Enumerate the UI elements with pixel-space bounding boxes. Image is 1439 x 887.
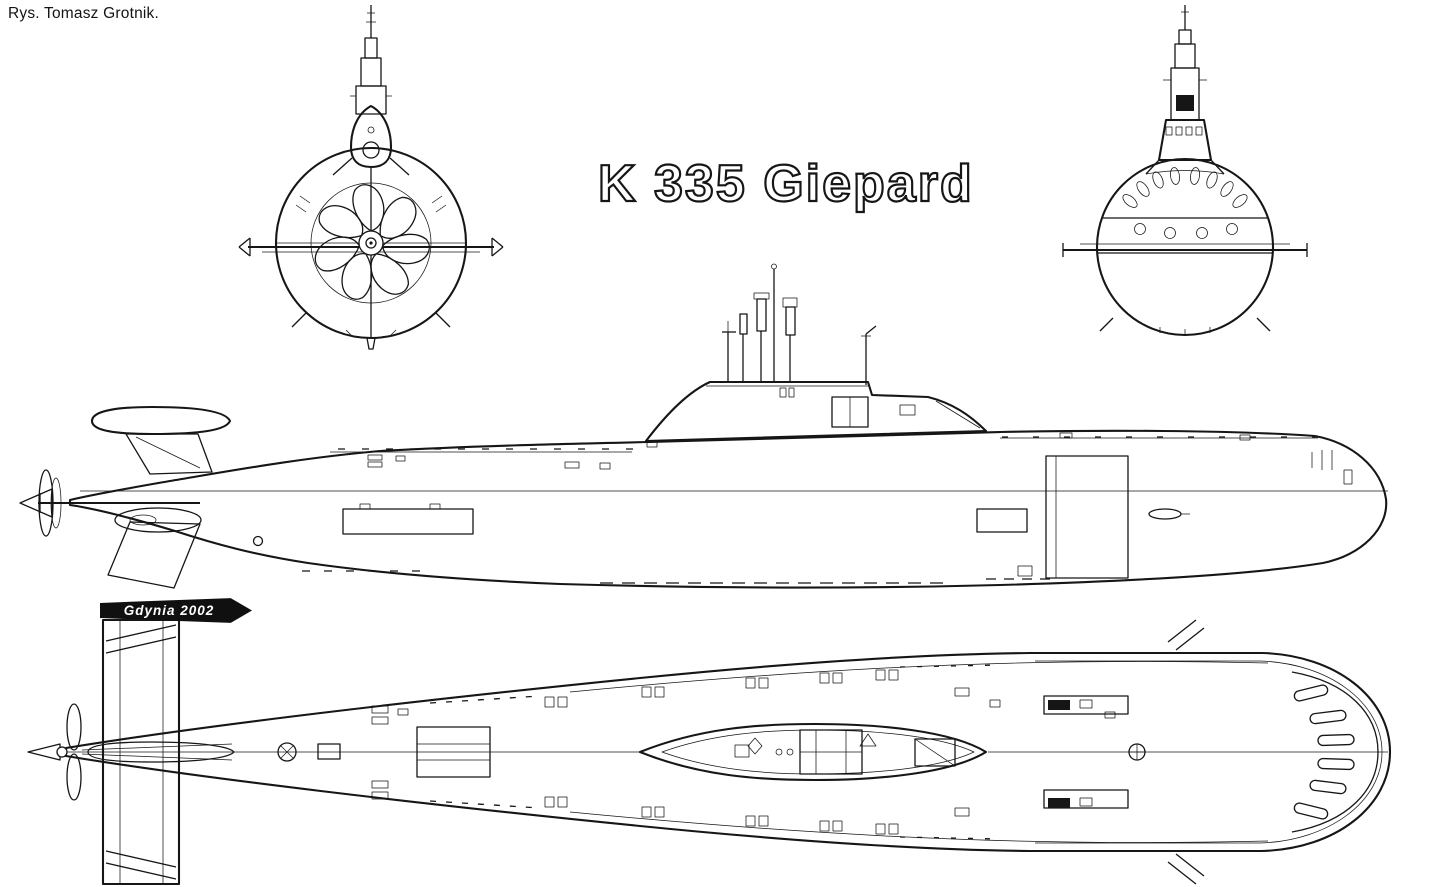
page-title: K 335 Giepard <box>597 154 974 214</box>
top-plan-view <box>27 618 1392 886</box>
plan-hull-outline <box>64 651 1392 853</box>
stern-mast-tower <box>350 5 392 115</box>
hull-details-side <box>302 432 1353 584</box>
bow-hull-circle <box>1095 157 1275 337</box>
bow-sail-section <box>1145 118 1225 175</box>
stern-sail-section <box>332 104 410 176</box>
sail-side <box>644 380 988 443</box>
limber-hole-pairs-plan <box>371 669 1116 835</box>
torpedo-shutters <box>1293 684 1355 820</box>
propeller <box>314 184 430 300</box>
bow-heavy-arc <box>1291 671 1379 833</box>
periscope-masts <box>722 263 877 385</box>
tail-fin-and-pod <box>38 405 232 589</box>
stern-section-view <box>238 5 504 350</box>
bow-section-view <box>1062 5 1308 337</box>
bow-dive-planes <box>1062 243 1308 257</box>
propeller-plan <box>27 703 82 801</box>
sail-plan <box>638 722 988 782</box>
side-profile-view <box>19 263 1388 589</box>
date-stamp: Gdynia 2002 <box>100 598 252 623</box>
bow-plane-hinges-plan <box>1167 619 1205 885</box>
propeller-side <box>19 469 62 537</box>
artist-credit: Rys. Tomasz Grotnik. <box>8 5 160 22</box>
date-stamp-label: Gdynia 2002 <box>123 603 215 618</box>
deck-fittings-plan <box>277 664 1146 840</box>
tail-planes-plan <box>87 618 235 886</box>
hull-outline <box>68 429 1388 589</box>
bow-mast-tower <box>1163 5 1207 121</box>
limber-holes <box>1122 167 1248 239</box>
